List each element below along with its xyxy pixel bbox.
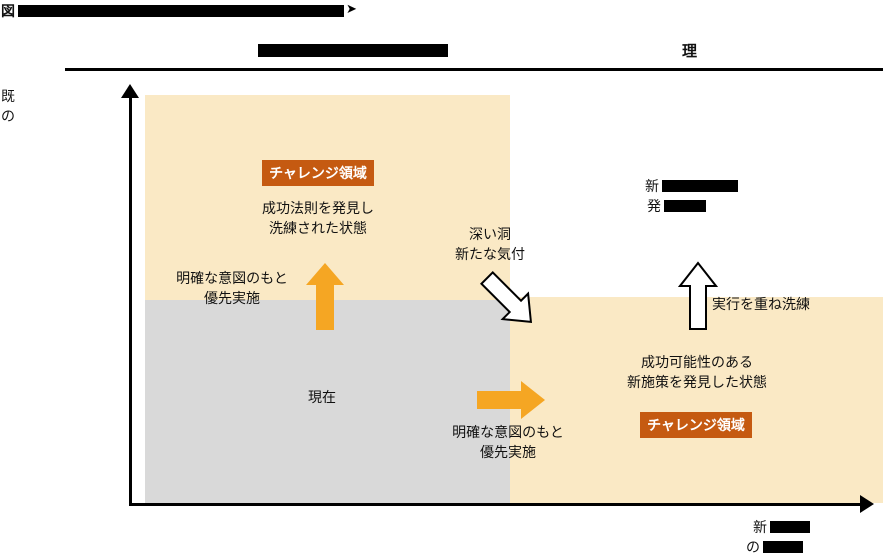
y-axis-label: 既 の: [1, 86, 15, 126]
y-axis-label-line2: の: [1, 108, 15, 124]
y-axis-label-line1: 既: [1, 88, 15, 104]
top-right-frag2: 発: [647, 198, 661, 214]
quadrant-bottom-left: [145, 300, 510, 503]
bottom-action-line1: 明確な意図のもと: [452, 424, 564, 440]
insight-line1: 深い洞: [469, 226, 511, 242]
right-state-line1: 成功可能性のある: [641, 354, 753, 370]
right-arrow-icon: [477, 381, 545, 419]
refine-label: 実行を重ね洗練: [712, 296, 810, 312]
right-arrow-shaft: [477, 391, 521, 409]
header-text-fragment: 理: [682, 43, 698, 60]
top-left-action-text: 明確な意図のもと 優先実施: [152, 268, 312, 308]
x-axis-arrowhead-icon: [860, 495, 874, 513]
challenge-area-badge-right: チャレンジ領域: [640, 412, 752, 438]
top-right-text-line1: 新: [645, 176, 738, 196]
x-axis-frag1: 新: [753, 519, 767, 535]
right-arrow-head: [521, 381, 545, 419]
x-axis-frag2: の: [746, 539, 760, 555]
insight-line2: 新たな気付: [455, 246, 525, 262]
insight-transition-text: 深い洞 新たな気付: [410, 224, 570, 264]
y-axis-line: [129, 94, 132, 504]
up-arrow-icon: [306, 263, 344, 330]
redacted-x-axis-text1: [770, 521, 810, 533]
top-right-frag1: 新: [645, 178, 659, 194]
redacted-header-text: [258, 44, 448, 57]
current-state-label: 現在: [308, 389, 336, 405]
top-left-state-line2: 洗練された状態: [269, 220, 367, 236]
top-left-state-text: 成功法則を発見し 洗練された状態: [218, 198, 418, 238]
redacted-top-right-text2: [664, 200, 706, 212]
x-axis-label-line2: の: [746, 537, 803, 557]
down-right-arrow-outline-icon: [480, 271, 533, 324]
quadrant-right: [510, 297, 883, 503]
up-arrow-shaft: [316, 285, 334, 330]
y-axis-arrowhead-icon: [121, 84, 139, 98]
bottom-action-text: 明確な意図のもと 優先実施: [428, 422, 588, 462]
up-arrow-outline-icon: [678, 261, 718, 330]
right-state-text: 成功可能性のある 新施策を発見した状態: [597, 352, 797, 392]
challenge-area-badge-top-left: チャレンジ領域: [262, 160, 374, 186]
redacted-x-axis-text2: [763, 541, 803, 553]
cursor-icon: ➤: [346, 1, 357, 16]
top-left-action-line2: 優先実施: [204, 290, 260, 306]
bottom-action-line2: 優先実施: [480, 444, 536, 460]
up-arrow-head: [306, 263, 344, 285]
top-left-action-line1: 明確な意図のもと: [176, 270, 288, 286]
figure-label-prefix: 図: [1, 3, 15, 19]
x-axis-line: [129, 503, 862, 506]
top-left-state-line1: 成功法則を発見し: [262, 200, 374, 216]
redacted-figure-title-text: [18, 5, 344, 17]
top-right-text-line2: 発: [647, 196, 706, 216]
header-underline: [65, 68, 883, 71]
right-state-line2: 新施策を発見した状態: [627, 374, 767, 390]
redacted-top-right-text1: [662, 180, 738, 192]
x-axis-label-line1: 新: [753, 517, 810, 537]
